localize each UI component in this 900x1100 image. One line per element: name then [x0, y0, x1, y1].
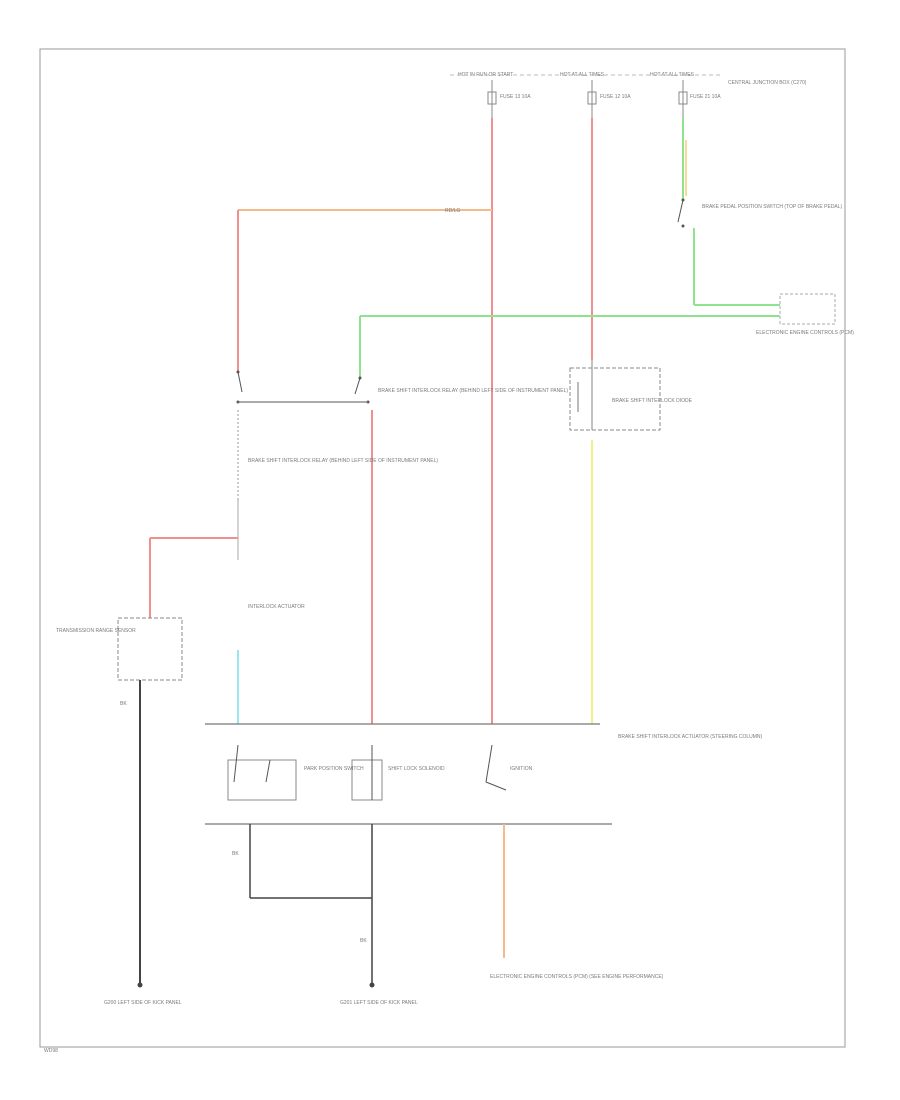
relay-a-contact	[236, 370, 243, 404]
relay-a-label: BRAKE SHIFT INTERLOCK RELAY (BEHIND LEFT…	[248, 458, 438, 464]
transmission-sensor-label: TRANSMISSION RANGE SENSOR	[56, 628, 136, 634]
ground-1-dot	[137, 982, 143, 988]
fuse-c-label: FUSE 21 10A	[690, 94, 721, 100]
ground-1-label: G200 LEFT SIDE OF KICK PANEL	[104, 1000, 182, 1006]
ignition-switch: IGNITION	[485, 744, 533, 791]
transmission-sensor-box	[117, 617, 183, 681]
fuse-a: FUSE 13 10A	[487, 80, 531, 118]
shift-lock-solenoid: SHIFT LOCK SOLENOID	[351, 745, 445, 801]
brake-pedal-switch: BRAKE PEDAL POSITION SWITCH (TOP OF BRAK…	[677, 198, 843, 228]
fuse-b-label: FUSE 12 10A	[600, 94, 631, 100]
park-switch-label: PARK POSITION SWITCH	[304, 766, 364, 772]
relay-a-coil: BRAKE SHIFT INTERLOCK RELAY (BEHIND LEFT…	[237, 410, 438, 500]
wire-label-bk-2: BK	[232, 851, 239, 857]
top-bus-label-3: HOT AT ALL TIMES	[650, 72, 695, 78]
ignition-label: IGNITION	[510, 766, 533, 772]
pcm-right-label: ELECTRONIC ENGINE CONTROLS (PCM)	[756, 330, 854, 336]
pcm-box-right	[779, 293, 836, 325]
park-switch: PARK POSITION SWITCH	[227, 744, 364, 801]
interlock-note: INTERLOCK ACTUATOR	[248, 604, 305, 610]
diode-label: BRAKE SHIFT INTERLOCK DIODE	[612, 398, 693, 404]
fuse-b: FUSE 12 10A	[587, 80, 631, 118]
actuator-label: BRAKE SHIFT INTERLOCK ACTUATOR (STEERING…	[618, 734, 763, 740]
relay-b-label: BRAKE SHIFT INTERLOCK RELAY (BEHIND LEFT…	[378, 388, 568, 394]
pcm-bottom-label: ELECTRONIC ENGINE CONTROLS (PCM) (SEE EN…	[490, 974, 664, 980]
diagram-frame	[39, 48, 846, 1048]
fuse-a-label: FUSE 13 10A	[500, 94, 531, 100]
diode-box	[569, 367, 661, 431]
brake-switch-label: BRAKE PEDAL POSITION SWITCH (TOP OF BRAK…	[702, 204, 843, 210]
relay-b-contact: BRAKE SHIFT INTERLOCK RELAY (BEHIND LEFT…	[354, 376, 568, 404]
fuse-c: FUSE 21 10A CENTRAL JUNCTION BOX (C270)	[678, 80, 807, 118]
ground-2-label: G201 LEFT SIDE OF KICK PANEL	[340, 1000, 418, 1006]
wire-label-bk-3: BK	[360, 938, 367, 944]
fuse-c-note: CENTRAL JUNCTION BOX (C270)	[728, 80, 807, 86]
top-bus-label-2: HOT AT ALL TIMES	[560, 72, 605, 78]
ground-2-dot	[369, 982, 375, 988]
corner-tag: WD98	[44, 1048, 58, 1054]
shift-lock-label: SHIFT LOCK SOLENOID	[388, 766, 445, 772]
wire-label-orange: RD/LG	[445, 208, 460, 214]
wire-label-bk-1: BK	[120, 701, 127, 707]
